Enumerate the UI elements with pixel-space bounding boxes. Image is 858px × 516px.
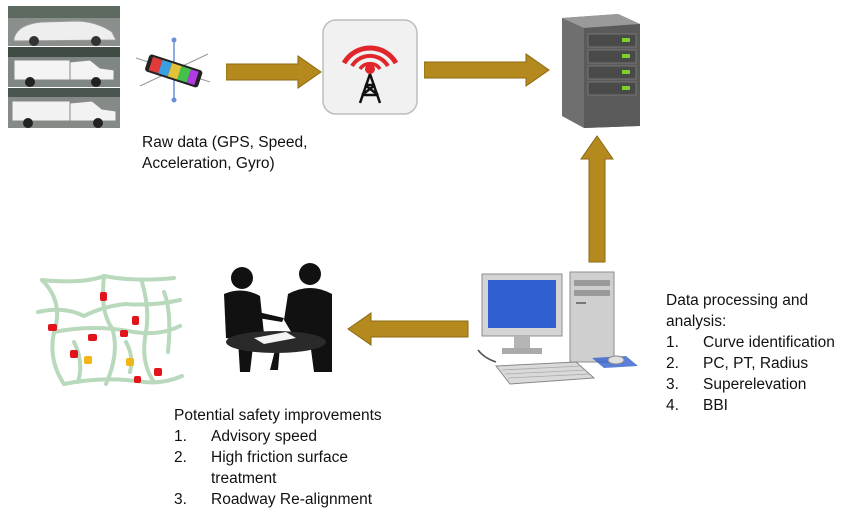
arrow-computer-to-server	[580, 135, 614, 263]
server-icon	[562, 14, 640, 128]
smartphone-sensor-icon	[135, 37, 211, 103]
desktop-computer	[474, 270, 654, 394]
processing-item: 4.BBI	[666, 397, 728, 414]
improvement-item: 2.High friction surface	[174, 449, 348, 466]
improvement-item: treatment	[211, 470, 277, 487]
improvement-item: 3.Roadway Re-alignment	[174, 491, 373, 508]
road-network-map	[34, 272, 184, 392]
improvement-item: 1.Advisory speed	[174, 428, 317, 445]
improvements-list: 1.Advisory speed 2.High friction surface…	[174, 426, 474, 510]
improvements-block: Potential safety improvements 1.Advisory…	[174, 405, 474, 510]
desktop-computer-icon	[477, 271, 638, 385]
arrow-tower-to-server	[424, 53, 550, 87]
processing-item: 3.Superelevation	[666, 376, 807, 393]
radio-tower	[322, 19, 418, 115]
raw-data-label: Raw data (GPS, Speed, Acceleration, Gyro…	[142, 132, 372, 174]
improvements-title: Potential safety improvements	[174, 407, 382, 424]
meeting	[214, 260, 338, 380]
arrow-computer-to-meeting	[347, 312, 469, 346]
processing-title-line-1: Data processing and	[666, 292, 809, 309]
processing-item: 1.Curve identification	[666, 334, 835, 351]
vehicle-photos-icon	[8, 6, 120, 128]
processing-list: 1.Curve identification 2.PC, PT, Radius …	[666, 332, 856, 416]
processing-title-line-2: analysis:	[666, 313, 727, 330]
processing-block: Data processing and analysis: 1.Curve id…	[666, 290, 856, 416]
server	[558, 12, 642, 130]
road-network-map-icon	[36, 273, 184, 386]
raw-data-line-2: Acceleration, Gyro)	[142, 155, 275, 172]
smartphone	[132, 36, 212, 106]
processing-item: 2.PC, PT, Radius	[666, 355, 809, 372]
arrow-phone-to-tower	[226, 55, 322, 89]
vehicle-photos	[8, 6, 120, 128]
meeting-people-icon	[224, 263, 332, 372]
raw-data-line-1: Raw data (GPS, Speed,	[142, 134, 308, 151]
radio-tower-icon	[322, 19, 418, 115]
